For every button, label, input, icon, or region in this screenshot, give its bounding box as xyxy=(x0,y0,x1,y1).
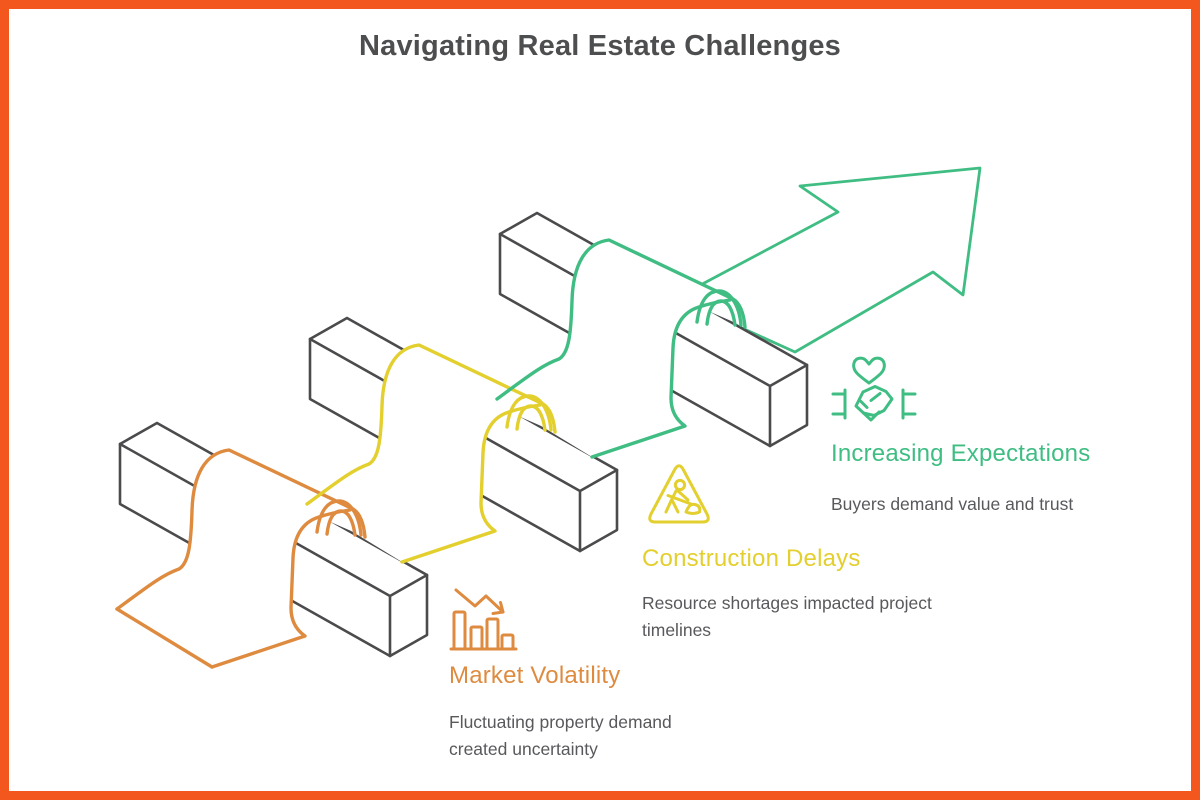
challenge-name-construction-delays: Construction Delays xyxy=(642,545,861,572)
construction-worker-warning-icon xyxy=(641,458,717,540)
heart-handshake-icon xyxy=(830,352,918,430)
ribbon-start-tail xyxy=(115,607,214,669)
challenge-desc-increasing-expectations: Buyers demand value and trust xyxy=(831,494,1074,514)
challenge-desc-market-volatility: Fluctuating property demand created unce… xyxy=(449,712,672,759)
challenge-desc-construction-delays: Resource shortages impacted project time… xyxy=(642,593,932,640)
ribbon-hump-market-volatility xyxy=(115,448,367,669)
page-title: Navigating Real Estate Challenges xyxy=(358,30,842,62)
challenge-name-market-volatility: Market Volatility xyxy=(449,662,621,689)
challenge-name-increasing-expectations: Increasing Expectations xyxy=(831,440,1091,467)
growth-arrow xyxy=(674,166,982,354)
declining-bar-chart-icon xyxy=(448,586,520,658)
